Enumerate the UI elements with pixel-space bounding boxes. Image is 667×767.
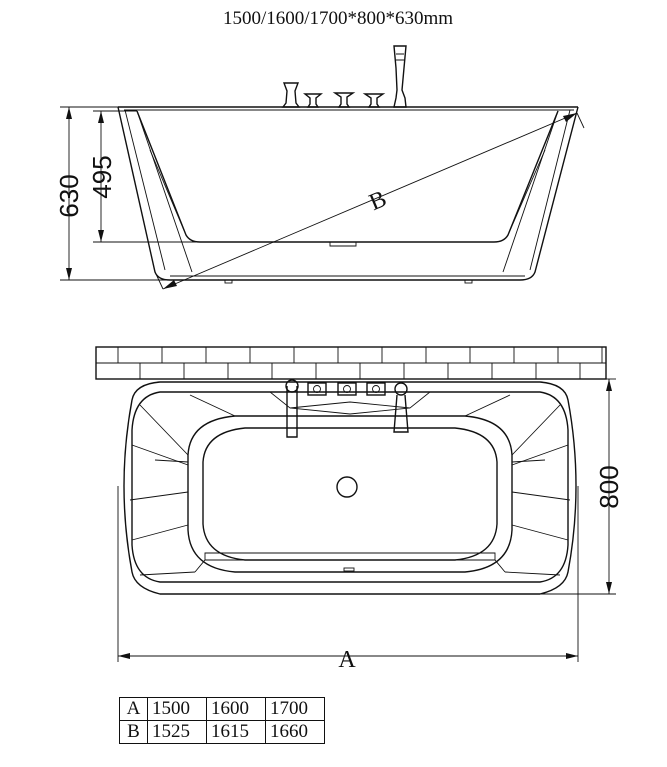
drain-icon bbox=[336, 476, 358, 498]
top-view: 800 A bbox=[95, 346, 624, 673]
table-cell: 1660 bbox=[265, 720, 325, 744]
table-cell: 1615 bbox=[206, 720, 266, 744]
diagonal-dimension-b: B bbox=[155, 112, 585, 290]
drawing-title: 1500/1600/1700*800*630mm bbox=[223, 8, 453, 29]
length-label: A bbox=[338, 647, 356, 673]
depth-label-495: 495 bbox=[87, 155, 117, 198]
size-table: A 1500 1600 1700 B 1525 1615 1660 bbox=[119, 697, 325, 744]
diagonal-label: B bbox=[366, 186, 391, 216]
table-row: A 1500 1600 1700 bbox=[119, 697, 325, 721]
length-dimension-a: A bbox=[117, 486, 579, 673]
height-dimension-630: 630 bbox=[54, 106, 168, 281]
height-label-630: 630 bbox=[54, 174, 84, 217]
depth-dimension-495: 495 bbox=[87, 110, 200, 243]
faucet-set-top bbox=[285, 379, 409, 438]
side-view: B 630 495 bbox=[54, 45, 585, 290]
table-cell: 1500 bbox=[147, 697, 207, 721]
table-row: B 1525 1615 1660 bbox=[119, 720, 325, 744]
faucet-set-side bbox=[281, 45, 407, 108]
row-label: B bbox=[119, 720, 148, 744]
width-label-800: 800 bbox=[594, 465, 624, 508]
tile-wall bbox=[95, 346, 607, 380]
row-label: A bbox=[119, 697, 148, 721]
width-dimension-800: 800 bbox=[540, 378, 624, 595]
table-cell: 1600 bbox=[206, 697, 266, 721]
table-cell: 1700 bbox=[265, 697, 325, 721]
table-cell: 1525 bbox=[147, 720, 207, 744]
